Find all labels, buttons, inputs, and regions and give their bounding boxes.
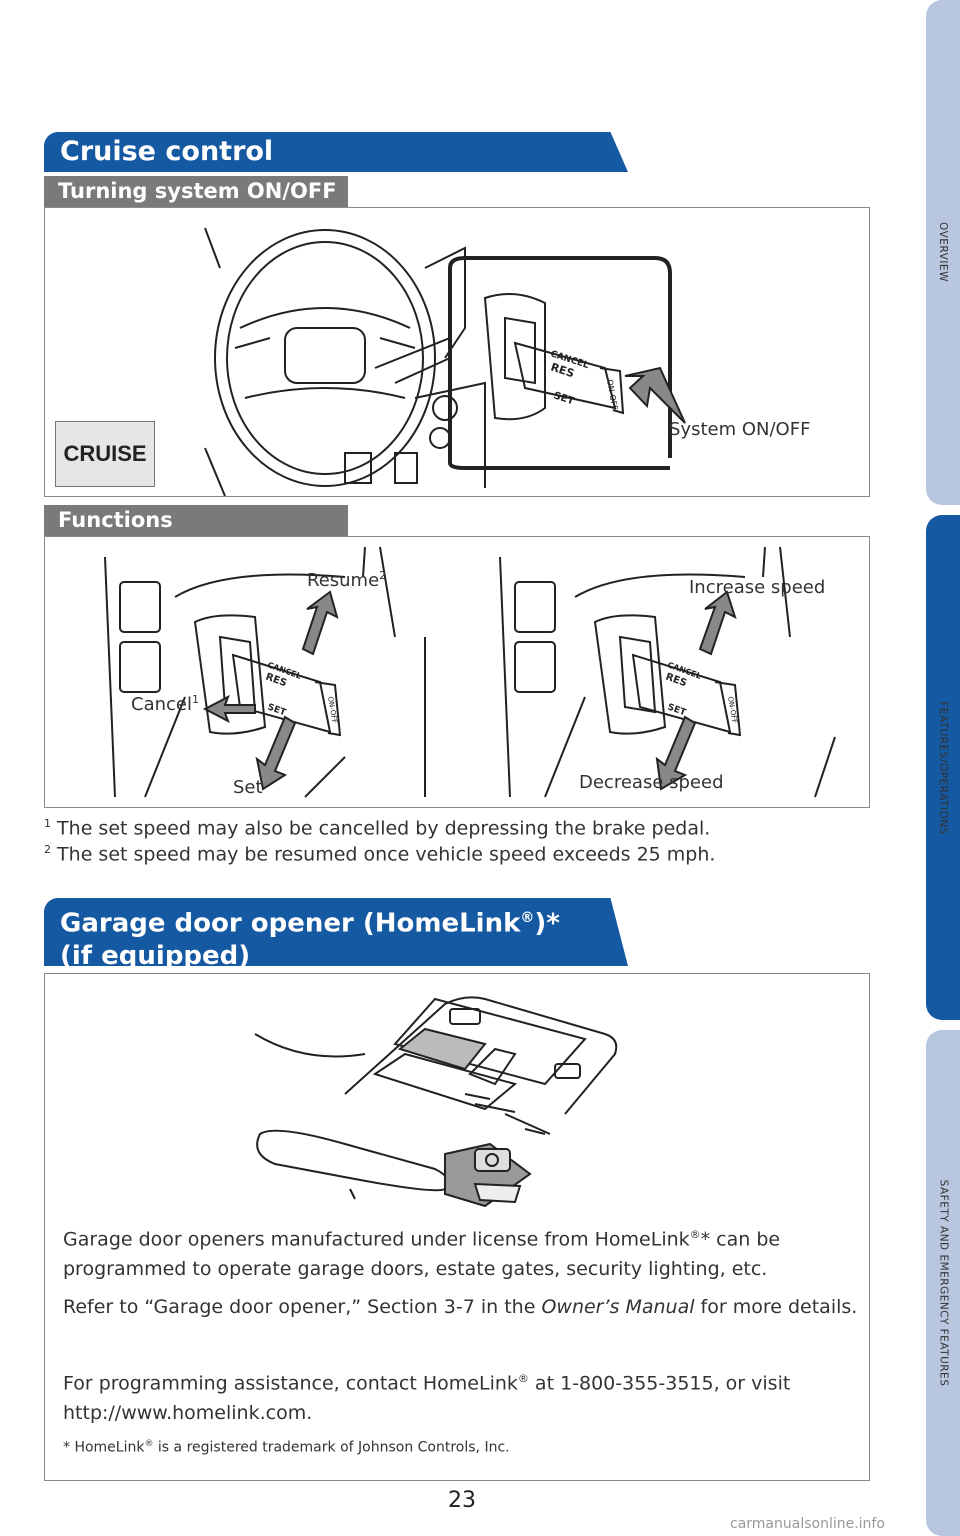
- cruise-control-title: Cruise control: [44, 132, 628, 172]
- garage-door-title: Garage door opener (HomeLink®)* (if equi…: [44, 898, 628, 966]
- decrease-speed-label: Decrease speed: [579, 772, 724, 793]
- footnote-1: 1 The set speed may also be cancelled by…: [44, 817, 711, 840]
- homelink-figure: Garage door openers manufactured under l…: [44, 973, 870, 1481]
- page-number: 23: [448, 1488, 476, 1513]
- increase-speed-label: Increase speed: [689, 577, 826, 598]
- functions-illustration: CANCEL RES SET ON-OFF CANCEL RES SET ON-…: [104, 546, 836, 798]
- footnote-2: 2 The set speed may be resumed once vehi…: [44, 843, 716, 866]
- tab-label-safety: SAFETY AND EMERGENCY FEATURES: [937, 1179, 950, 1387]
- system-onoff-label: System ON/OFF: [669, 419, 811, 440]
- resume-label: Resume2: [307, 569, 387, 591]
- turning-system-header: Turning system ON/OFF: [44, 176, 348, 207]
- watermark: carmanualsonline.info: [730, 1516, 885, 1532]
- dashboard-illustration: CANCEL RES SET ON-OFF: [204, 227, 686, 496]
- lever-set-text: SET: [552, 390, 575, 407]
- tab-safety[interactable]: [926, 1030, 960, 1536]
- cruise-indicator-badge: CRUISE: [55, 421, 155, 487]
- set-label: Set: [233, 777, 263, 798]
- cancel-label: Cancel1: [131, 693, 199, 715]
- tab-overview[interactable]: [926, 0, 960, 505]
- homelink-para-3: For programming assistance, contact Home…: [63, 1372, 791, 1425]
- homelink-para-1: Garage door openers manufactured under l…: [63, 1228, 781, 1281]
- tab-features-operations[interactable]: [926, 515, 960, 1020]
- functions-figure: CANCEL RES SET ON-OFF CANCEL RES SET ON-…: [44, 536, 870, 808]
- functions-header: Functions: [44, 505, 348, 536]
- homelink-para-2: Refer to “Garage door opener,” Section 3…: [63, 1296, 858, 1318]
- homelink-trademark-note: * HomeLink® is a registered trademark of…: [63, 1439, 510, 1456]
- overhead-console-illustration: [254, 996, 618, 1208]
- tab-label-overview: OVERVIEW: [937, 222, 950, 282]
- tab-label-features: FEATURES/OPERATIONS: [937, 701, 950, 835]
- cruise-onoff-figure: CANCEL RES SET ON-OFF CRUISE System ON/O…: [44, 207, 870, 497]
